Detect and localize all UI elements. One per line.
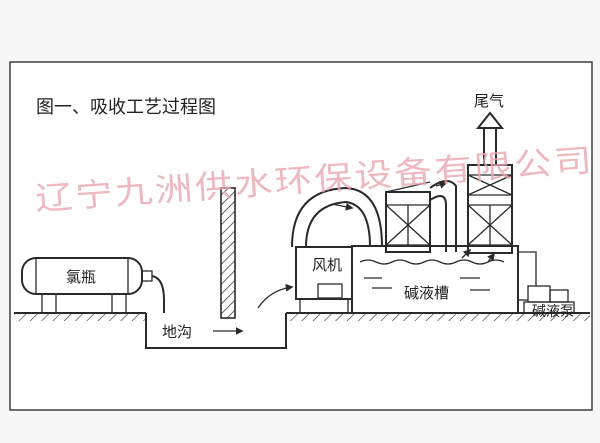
wall xyxy=(220,187,236,319)
chlorine-cylinder: 氯瓶 xyxy=(21,257,165,314)
trench-label: 地沟 xyxy=(162,323,192,341)
duct-inner xyxy=(305,200,371,248)
flow-arrow-b xyxy=(487,252,495,263)
connect-flow-arrow xyxy=(435,181,448,189)
alkali-tank: 碱液槽 xyxy=(351,245,519,314)
alkali-tank-label: 碱液槽 xyxy=(404,284,449,302)
duct-flow-arrow xyxy=(331,202,354,211)
tail-gas-label: 尾气 xyxy=(474,92,504,110)
diagram-title: 图一、吸收工艺过程图 xyxy=(36,97,216,118)
exhaust-stack: 尾气 xyxy=(474,92,505,165)
fan: 风机 xyxy=(295,246,353,314)
trench: 地沟 xyxy=(145,313,287,349)
chlorine-cylinder-label: 氯瓶 xyxy=(66,268,96,286)
alkali-pump-label: 碱液泵 xyxy=(532,304,574,320)
connect-duct-inner xyxy=(429,195,447,252)
flow-arrow-a xyxy=(461,248,472,259)
absorption-tower-1 xyxy=(385,181,431,253)
duct-outer xyxy=(291,186,383,248)
alkali-pump: 碱液泵 xyxy=(518,251,575,320)
fan-label: 风机 xyxy=(312,256,342,274)
ground xyxy=(14,312,590,321)
suction-arrow xyxy=(257,283,294,309)
